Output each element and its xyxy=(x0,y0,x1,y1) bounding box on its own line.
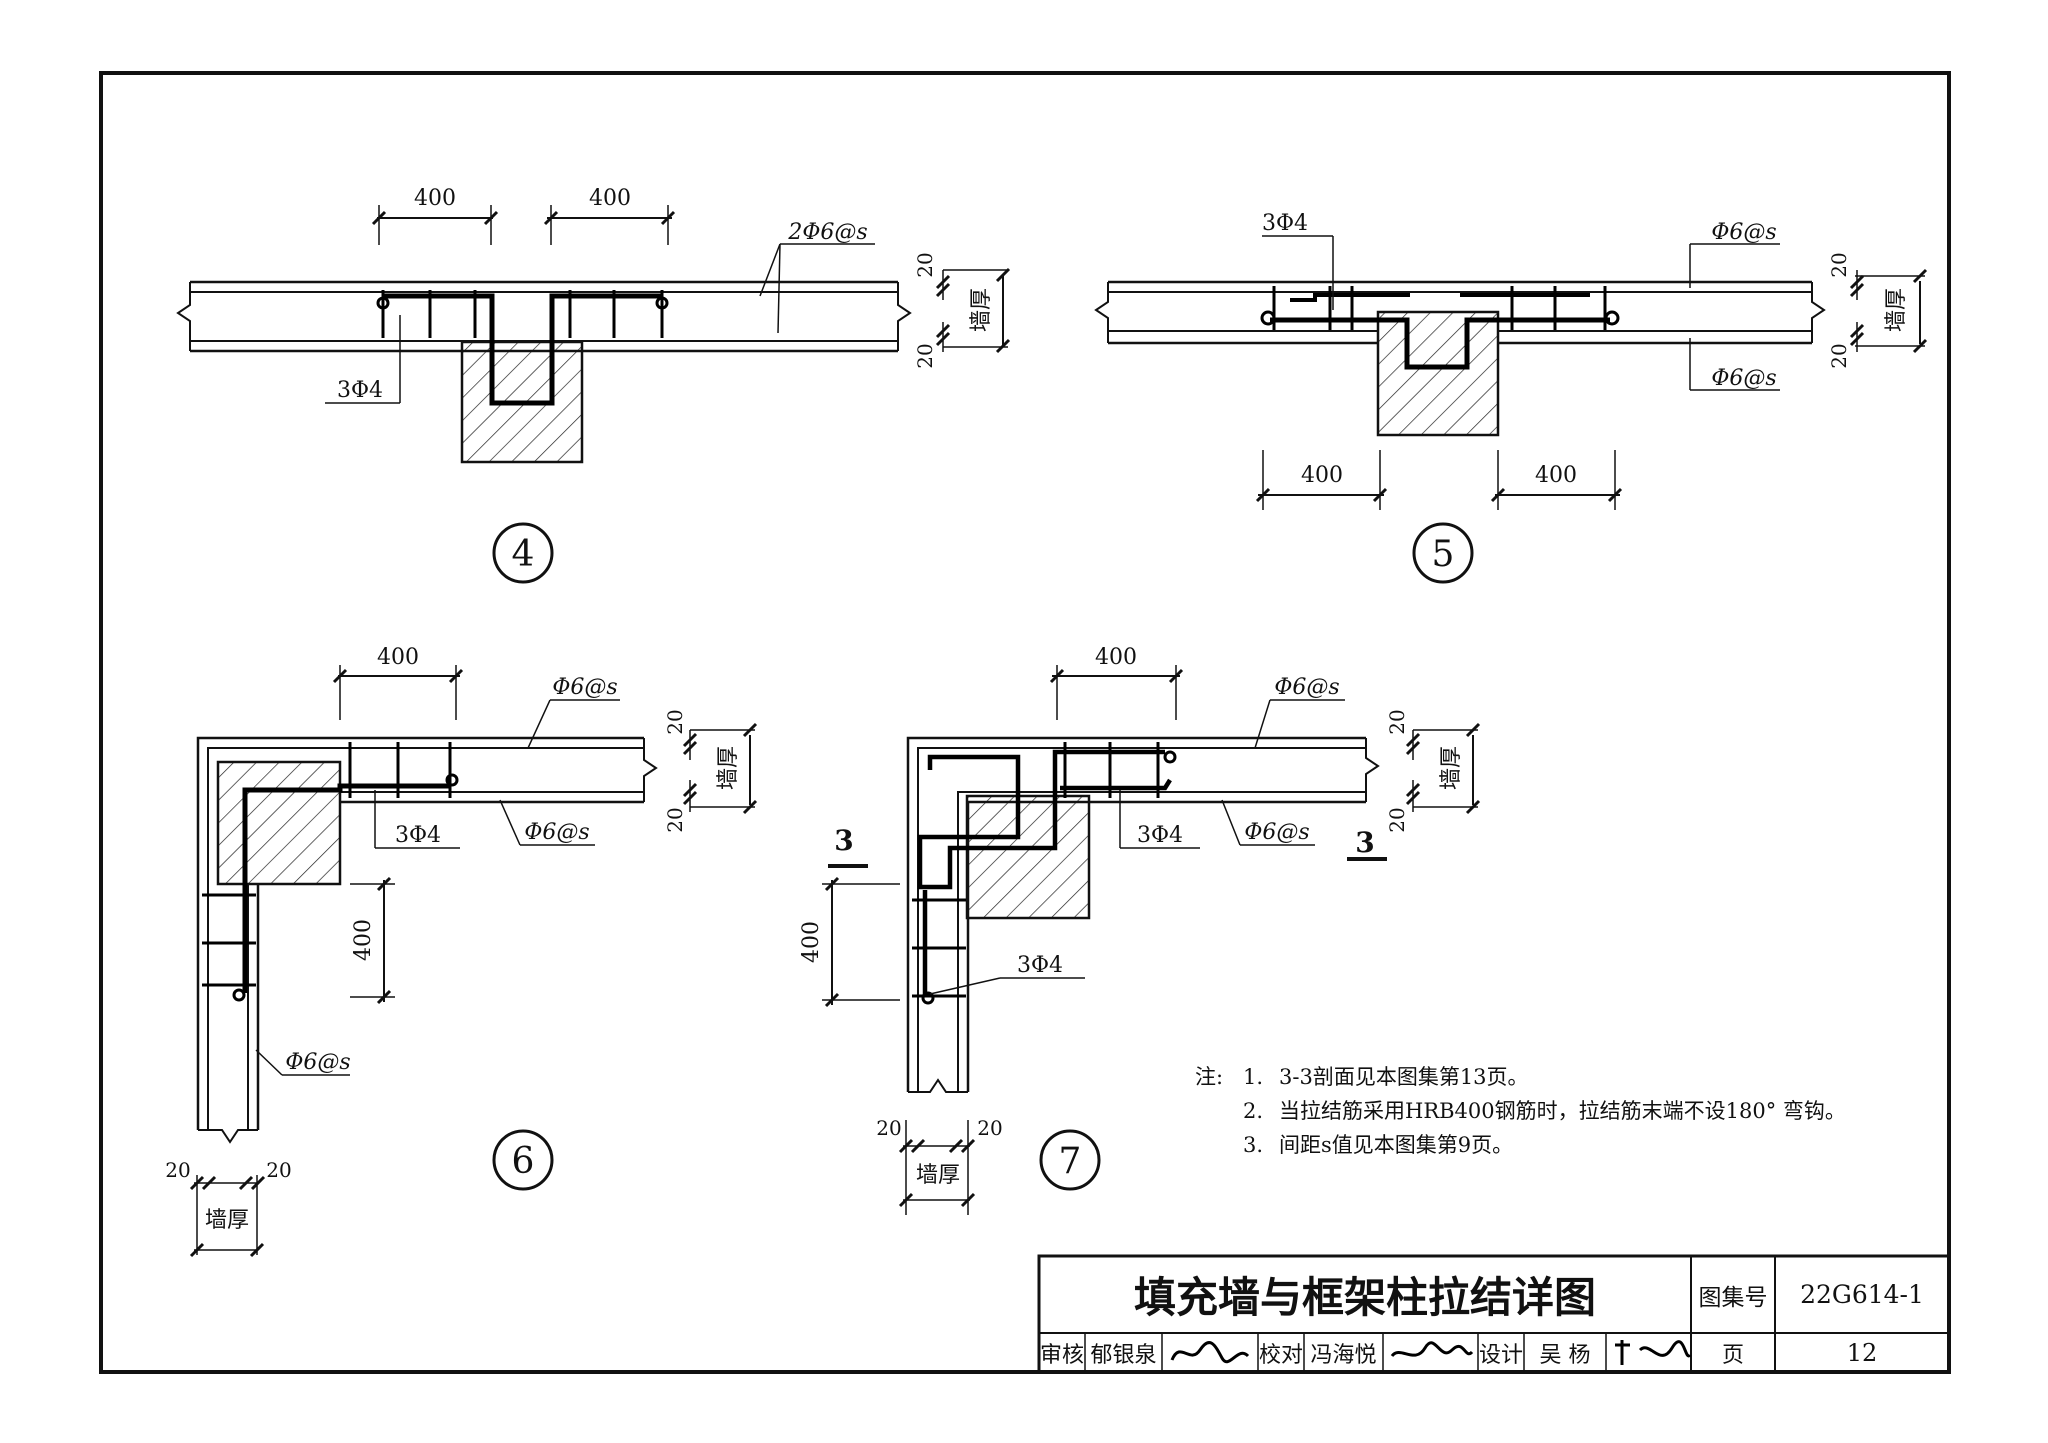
label-3phi4-vertical: 3Φ4 xyxy=(1017,953,1063,978)
label-3phi4: 3Φ4 xyxy=(395,823,441,848)
detail-marker-6 xyxy=(492,1129,554,1191)
review-label: 审核 xyxy=(1039,1342,1084,1368)
section-mark-right: 3 xyxy=(1355,826,1374,859)
note-text: 间距s值见本图集第9页。 xyxy=(1279,1133,1514,1157)
label-3phi4: 3Φ4 xyxy=(1262,211,1308,236)
design-label: 设计 xyxy=(1478,1342,1523,1368)
detail-marker-5 xyxy=(1412,522,1474,584)
label-phi6s-vertical: Φ6@s xyxy=(285,1050,350,1075)
designer-name: 吴 杨 xyxy=(1539,1342,1591,1368)
page-label: 页 xyxy=(1721,1342,1744,1368)
label-phi6s-upper: Φ6@s xyxy=(1274,675,1339,700)
note-text: 3-3剖面见本图集第13页。 xyxy=(1279,1065,1529,1089)
detail-number-4: 4 xyxy=(512,534,535,575)
note-row-1: 注: 1. 3-3剖面见本图集第13页。 xyxy=(1195,1060,1955,1094)
cover-20-top: 20 xyxy=(1385,709,1409,734)
cover-20-bottom: 20 xyxy=(1827,343,1851,368)
section-mark-left: 3 xyxy=(834,824,853,857)
label-3phi4: 3Φ4 xyxy=(1137,823,1183,848)
designer-signature xyxy=(1615,1340,1692,1365)
notes-block: 注: 1. 3-3剖面见本图集第13页。 2. 当拉结筋采用HRB400钢筋时，… xyxy=(1195,1060,1955,1162)
cover-20-top: 20 xyxy=(1827,252,1851,277)
title-block xyxy=(1037,1254,1951,1374)
column-section xyxy=(1376,310,1500,437)
dim-400-right: 400 xyxy=(589,186,631,211)
detail-6: 400 400 Φ6@s Φ6@s 3Φ4 Φ6@s 20 20 xyxy=(165,645,758,1258)
sheet-border xyxy=(99,71,1951,1374)
wall-thickness-label: 墙厚 xyxy=(969,288,994,332)
label-3phi4: 3Φ4 xyxy=(337,378,383,403)
detail-number-5: 5 xyxy=(1432,534,1455,575)
note-text: 当拉结筋采用HRB400钢筋时，拉结筋末端不设180° 弯钩。 xyxy=(1279,1099,1846,1123)
cover-20-right: 20 xyxy=(266,1158,291,1182)
detail-number-6: 6 xyxy=(512,1141,535,1182)
note-number: 2. xyxy=(1243,1099,1264,1123)
dim-400-left: 400 xyxy=(1301,463,1343,488)
column-section xyxy=(216,760,342,886)
cover-20-bottom: 20 xyxy=(663,807,687,832)
dim-400-vertical: 400 xyxy=(799,921,824,963)
notes-prefix: 注: xyxy=(1195,1065,1224,1089)
detail-4: 400 400 2Φ6@s 3Φ4 20 20 墙厚 4 xyxy=(176,186,1011,584)
note-row-2: 2. 当拉结筋采用HRB400钢筋时，拉结筋末端不设180° 弯钩。 xyxy=(1195,1094,1955,1128)
note-number: 3. xyxy=(1243,1133,1264,1157)
wall-thickness-label: 墙厚 xyxy=(205,1208,249,1233)
cover-20-top: 20 xyxy=(663,709,687,734)
cover-20-right: 20 xyxy=(977,1116,1002,1140)
detail-marker-4 xyxy=(492,522,554,584)
atlas-number: 22G614-1 xyxy=(1800,1280,1924,1309)
cover-20-bottom: 20 xyxy=(1385,807,1409,832)
checker-name: 冯海悦 xyxy=(1310,1342,1377,1368)
label-phi6s-upper: Φ6@s xyxy=(1711,220,1776,245)
wall-thickness-label: 墙厚 xyxy=(916,1163,960,1188)
cover-20-bottom: 20 xyxy=(913,343,937,368)
detail-number-7: 7 xyxy=(1059,1141,1082,1182)
cover-20-left: 20 xyxy=(165,1158,190,1182)
dim-400-top: 400 xyxy=(1095,645,1137,670)
dim-400-right: 400 xyxy=(1535,463,1577,488)
note-row-3: 3. 间距s值见本图集第9页。 xyxy=(1195,1128,1955,1162)
detail-5: 3Φ4 Φ6@s Φ6@s 400 400 20 20 xyxy=(1094,211,1928,584)
label-2phi6s: 2Φ6@s xyxy=(787,220,867,245)
label-phi6s-upper: Φ6@s xyxy=(552,675,617,700)
wall-thickness-label: 墙厚 xyxy=(1884,288,1909,332)
check-label: 校对 xyxy=(1258,1342,1303,1368)
label-phi6s-lower: Φ6@s xyxy=(524,820,589,845)
dim-400-vertical: 400 xyxy=(351,919,376,961)
label-phi6s-lower: Φ6@s xyxy=(1711,366,1776,391)
reviewer-signature xyxy=(1170,1341,1250,1364)
dim-400-top: 400 xyxy=(377,645,419,670)
detail-marker-7 xyxy=(1039,1129,1101,1191)
checker-signature xyxy=(1390,1341,1474,1358)
label-phi6s-lower: Φ6@s xyxy=(1244,820,1309,845)
detail-7: 400 400 3 3 Φ6@s Φ6@s 3Φ4 3Φ4 xyxy=(799,645,1481,1215)
wall-thickness-label: 墙厚 xyxy=(1439,746,1464,790)
drawing-title: 填充墙与框架柱拉结详图 xyxy=(1133,1273,1596,1322)
dim-400-left: 400 xyxy=(414,186,456,211)
note-number: 1. xyxy=(1243,1065,1264,1089)
cover-20-left: 20 xyxy=(876,1116,901,1140)
reviewer-name: 郁银泉 xyxy=(1090,1342,1157,1368)
atlas-label: 图集号 xyxy=(1698,1284,1768,1311)
cover-20-top: 20 xyxy=(913,252,937,277)
page-number: 12 xyxy=(1846,1338,1878,1367)
column-section xyxy=(965,794,1091,920)
wall-thickness-label: 墙厚 xyxy=(716,746,741,790)
